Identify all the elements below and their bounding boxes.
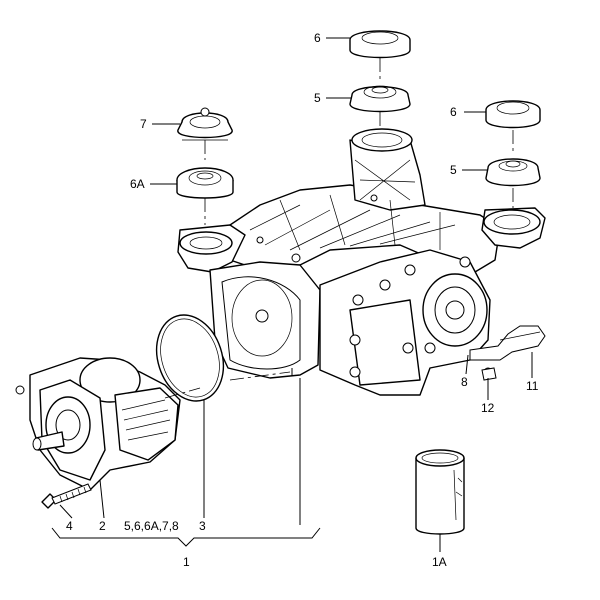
label-2: 2 xyxy=(99,519,106,533)
label-5-right: 5 xyxy=(450,163,457,177)
label-1: 1 xyxy=(183,555,190,569)
group-bracket xyxy=(51,527,321,547)
mount-bushing-right xyxy=(485,100,541,187)
label-11: 11 xyxy=(526,379,539,393)
label-3: 3 xyxy=(199,519,206,533)
label-12: 12 xyxy=(481,401,495,415)
label-7: 7 xyxy=(140,117,147,131)
o-ring-gasket xyxy=(155,314,225,402)
label-4: 4 xyxy=(66,519,73,533)
label-6A: 6A xyxy=(130,177,145,191)
label-6-center: 6 xyxy=(314,31,321,45)
bolt xyxy=(41,483,92,509)
label-group: 5,6,6A,7,8 xyxy=(124,519,179,533)
label-6-right: 6 xyxy=(450,105,457,119)
label-8: 8 xyxy=(461,375,468,389)
mount-bushing-center xyxy=(349,30,411,113)
differential-housing xyxy=(177,128,546,396)
mount-bushing-left xyxy=(176,107,234,199)
oil-canister xyxy=(415,449,465,535)
pump-unit xyxy=(15,357,181,491)
label-5-center: 5 xyxy=(314,91,321,105)
leader-lines xyxy=(59,37,533,552)
breather-pipe xyxy=(469,325,546,381)
label-1A: 1A xyxy=(432,555,447,569)
